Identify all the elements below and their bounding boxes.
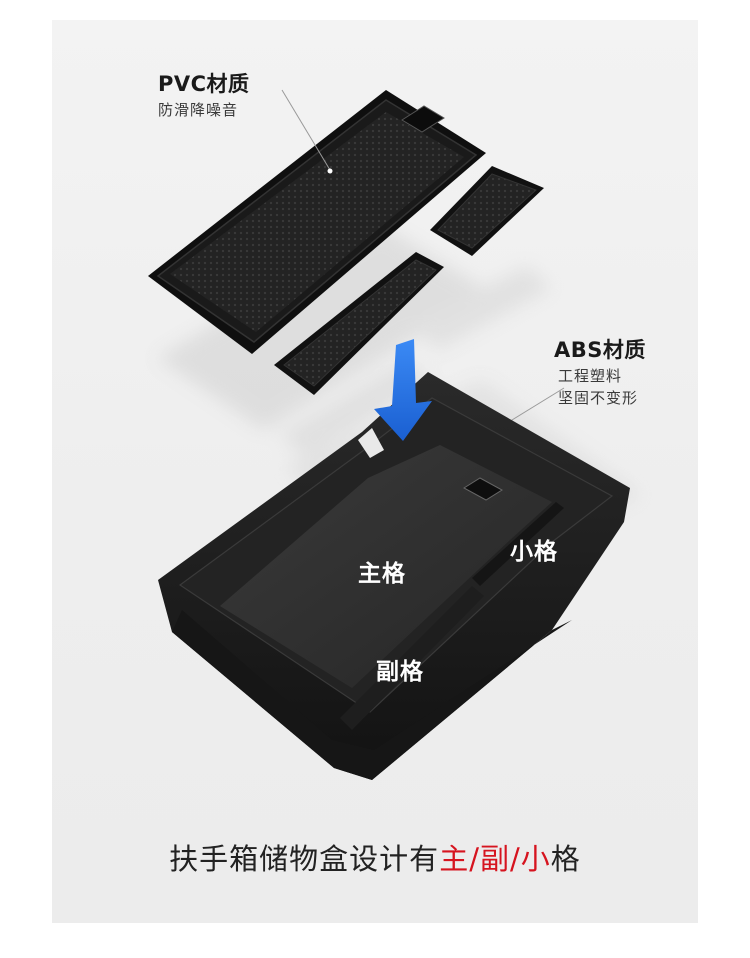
product-image-panel: PVC材质 防滑降噪音 ABS材质 工程塑料 坚固不变形 主格 小格 副格 扶手… [52, 20, 698, 923]
product-scene [148, 89, 642, 780]
pvc-pointer-dot [327, 168, 333, 174]
large-pvc-mat [148, 90, 486, 354]
main-compartment-label: 主格 [358, 561, 406, 587]
headline-secondary: 副 [479, 842, 510, 876]
headline-prefix: 扶手箱储物盒设计有 [169, 842, 440, 876]
headline: 扶手箱储物盒设计有主/副/小格 [52, 836, 698, 878]
headline-sep1: / [469, 842, 480, 876]
secondary-compartment-label: 副格 [376, 659, 424, 685]
small-pvc-strip [430, 166, 544, 256]
pvc-pointer-line [281, 89, 331, 171]
secondary-pvc-strip [274, 252, 444, 395]
headline-suffix: 格 [550, 842, 581, 876]
down-arrow-icon [374, 339, 432, 441]
abs-label-line1: 工程塑料 [558, 367, 623, 385]
small-compartment-label: 小格 [510, 539, 558, 565]
headline-sep2: / [510, 842, 521, 876]
pvc-label-title: PVC材质 [158, 72, 250, 96]
abs-label-line2: 坚固不变形 [558, 389, 639, 407]
headline-main: 主 [439, 842, 470, 876]
pvc-label-subtitle: 防滑降噪音 [158, 101, 239, 119]
abs-storage-tray [158, 372, 630, 780]
abs-label-title: ABS材质 [554, 338, 646, 362]
headline-small: 小 [520, 842, 551, 876]
